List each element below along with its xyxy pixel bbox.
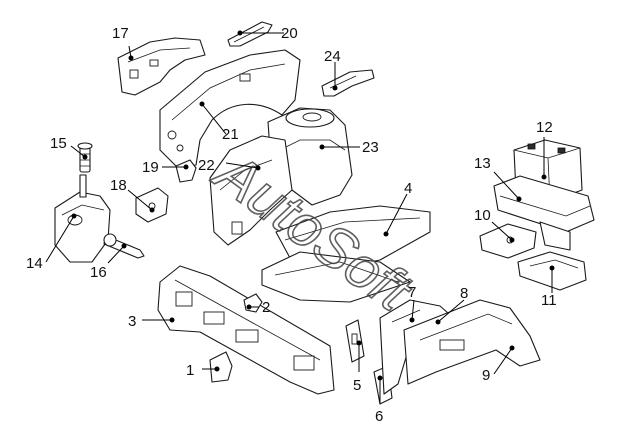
callout-6: 6: [375, 408, 383, 425]
part-14-engine-mount: [54, 174, 111, 263]
part-4-floor-pan: [261, 205, 431, 303]
callout-5: 5: [353, 377, 361, 394]
callout-22: 22: [198, 157, 215, 174]
part-1-bracket: [209, 351, 233, 383]
part-19-clip: [175, 159, 197, 183]
part-20-bracket: [227, 21, 273, 47]
callout-11: 11: [541, 292, 557, 309]
callout-17: 17: [112, 25, 129, 42]
leader-lines: [45, 30, 555, 403]
part-21-wheel-arch: [159, 49, 301, 169]
part-10-plate: [479, 223, 537, 259]
callout-23: 23: [362, 139, 379, 156]
callout-3: 3: [128, 313, 136, 330]
part-5-plate: [345, 319, 365, 363]
callout-16: 16: [90, 264, 107, 281]
part-24-bracket: [321, 69, 375, 97]
callout-7: 7: [408, 284, 416, 301]
callout-12: 12: [536, 119, 553, 136]
callout-20: 20: [281, 25, 298, 42]
callout-18: 18: [110, 177, 127, 194]
callout-1: 1: [186, 362, 194, 379]
callout-21: 21: [222, 126, 239, 143]
callout-24: 24: [324, 48, 341, 65]
callout-15: 15: [50, 135, 67, 152]
callout-8: 8: [460, 285, 468, 302]
callout-labels: 1 2 3 4 5 6 7 8 9 10 11 12 13 14 15 16 1…: [26, 25, 557, 425]
callout-19: 19: [142, 159, 159, 176]
callout-10: 10: [474, 207, 491, 224]
part-17-bracket: [117, 37, 206, 96]
callout-14: 14: [26, 255, 43, 272]
callout-2: 2: [262, 299, 270, 316]
part-18-bracket: [135, 187, 169, 223]
callout-13: 13: [474, 155, 491, 172]
callout-4: 4: [404, 180, 412, 197]
callout-9: 9: [482, 367, 490, 384]
part-3-front-panel: [157, 265, 335, 395]
part-13-battery-tray: [493, 175, 595, 251]
